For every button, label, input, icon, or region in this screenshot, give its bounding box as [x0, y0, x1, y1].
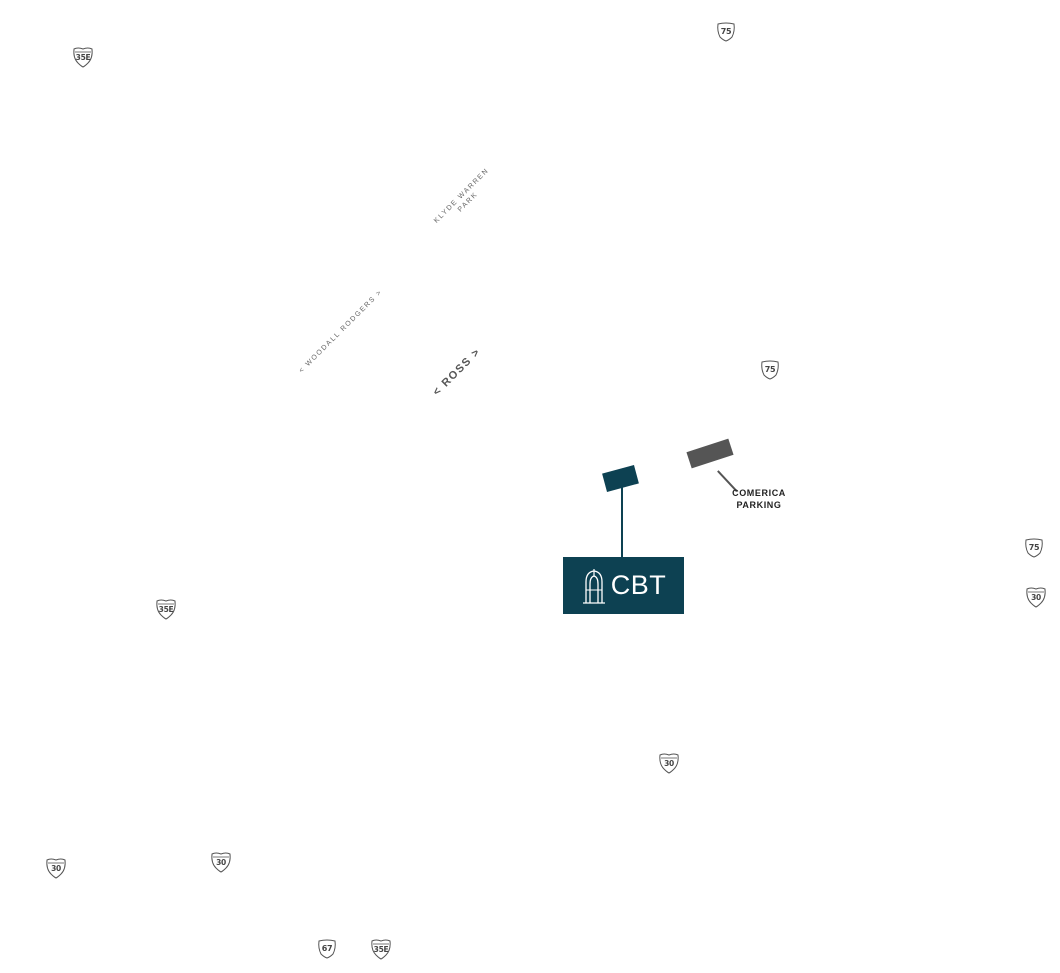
- comerica-parking-building[interactable]: [686, 438, 734, 469]
- klyde-warren-park-label: KLYDE WARREN PARK: [433, 167, 491, 225]
- us-75-shield: 75: [715, 21, 737, 43]
- i-35e-label: 35E: [158, 604, 174, 614]
- i-30-label: 30: [1031, 592, 1041, 602]
- us-75-shield: 75: [759, 359, 781, 381]
- i-30-shield: 30: [1025, 586, 1047, 608]
- cbt-logo-icon: [582, 568, 605, 604]
- us-75-label: 75: [764, 364, 776, 374]
- cbt-leader-line: [621, 487, 623, 558]
- i-30-shield: 30: [210, 851, 232, 873]
- us-75-shield: 75: [1023, 537, 1045, 559]
- i-30-label: 30: [216, 857, 226, 867]
- i-30-label: 30: [51, 863, 61, 873]
- us-75-label: 75: [1028, 542, 1040, 552]
- i-30-label: 30: [664, 758, 674, 768]
- us-67-shield: 67: [316, 938, 338, 960]
- i-35e-label: 35E: [75, 52, 91, 62]
- cbt-wordmark: CBT: [610, 570, 667, 600]
- i-30-shield: 30: [658, 752, 680, 774]
- us-67-label: 67: [321, 943, 333, 953]
- us-75-label: 75: [720, 26, 732, 36]
- cbt-location-marker[interactable]: CBT: [563, 557, 684, 614]
- i-35e-shield: 35E: [370, 938, 392, 960]
- i-35e-shield: 35E: [155, 598, 177, 620]
- ross-avenue-label: < ROSS >: [430, 345, 484, 399]
- i-30-shield: 30: [45, 857, 67, 879]
- comerica-parking-label: COMERICA PARKING: [732, 488, 786, 510]
- i-35e-shield: 35E: [72, 46, 94, 68]
- woodall-rodgers-label: < WOODALL RODGERS >: [298, 288, 384, 375]
- i-35e-label: 35E: [373, 944, 389, 954]
